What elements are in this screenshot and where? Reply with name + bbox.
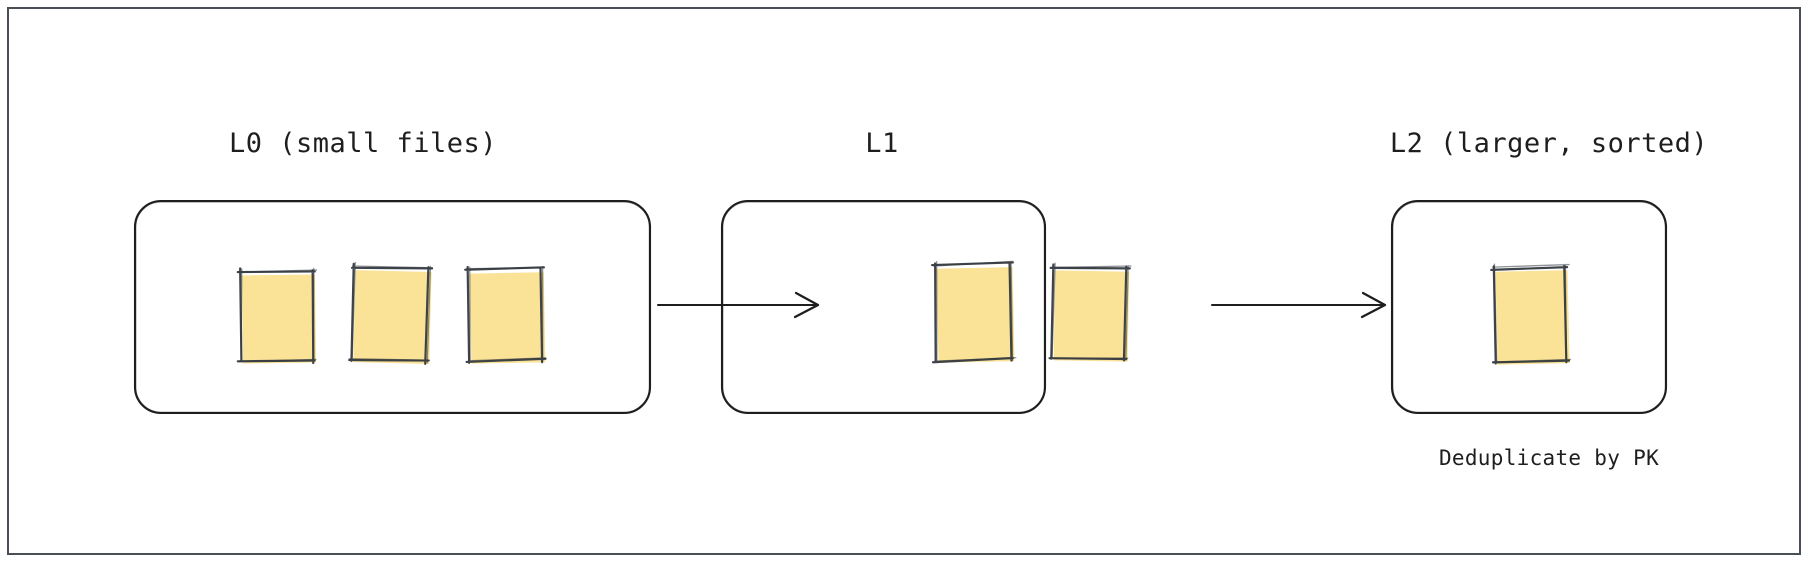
file-block-fill-l1-0 <box>936 267 1015 363</box>
level-container-outline-l0 <box>133 199 652 415</box>
file-block-stroke-l1-1-1 <box>1048 262 1132 361</box>
level-container-outline-l1 <box>720 199 1047 415</box>
level-container-l0[interactable] <box>133 199 652 415</box>
file-block-stroke-l1-0-1 <box>933 260 1017 362</box>
arrow-l1-l2[interactable] <box>1210 291 1387 319</box>
file-block-l1-0[interactable] <box>931 260 1017 364</box>
file-block-stroke-l0-1-0 <box>348 262 434 365</box>
file-block-stroke-l2-0-1 <box>1492 263 1572 364</box>
level-caption-l2: Deduplicate by PK <box>1438 446 1660 470</box>
file-block-l0-0[interactable] <box>236 267 318 365</box>
level-container-l1[interactable] <box>720 199 1047 415</box>
file-block-l0-1[interactable] <box>348 262 434 365</box>
file-block-fill-l2-0 <box>1495 270 1570 365</box>
file-block-fill-l1-1 <box>1053 270 1130 362</box>
file-block-stroke-l0-0-0 <box>236 267 316 365</box>
arrow-l0-l1[interactable] <box>656 291 820 319</box>
file-block-stroke-l0-1-1 <box>348 262 433 364</box>
file-block-l2-0[interactable] <box>1490 262 1572 365</box>
file-block-l1-1[interactable] <box>1048 262 1132 362</box>
file-block-stroke-l0-0-1 <box>237 267 318 363</box>
level-label-l2: L2 (larger, sorted) <box>1389 128 1709 159</box>
arrow-l0-l1-head <box>793 291 820 319</box>
level-container-outline2-l2 <box>1392 201 1666 413</box>
arrow-l1-l2-head <box>1360 291 1387 319</box>
file-block-fill-l0-2 <box>469 272 546 364</box>
file-block-fill-l0-1 <box>353 270 432 364</box>
file-block-stroke-l1-1-0 <box>1048 263 1131 362</box>
level-label-l0: L0 (small files) <box>228 128 498 159</box>
file-block-fill-l0-0 <box>241 274 317 364</box>
level-container-outline2-l1 <box>722 201 1045 413</box>
level-container-outline-l2 <box>1390 199 1668 415</box>
level-label-l1: L1 <box>865 128 899 159</box>
level-container-outline2-l0 <box>135 201 650 413</box>
level-container-l2[interactable] <box>1390 199 1668 415</box>
file-block-stroke-l0-2-1 <box>465 266 546 362</box>
file-block-l0-2[interactable] <box>464 265 547 364</box>
